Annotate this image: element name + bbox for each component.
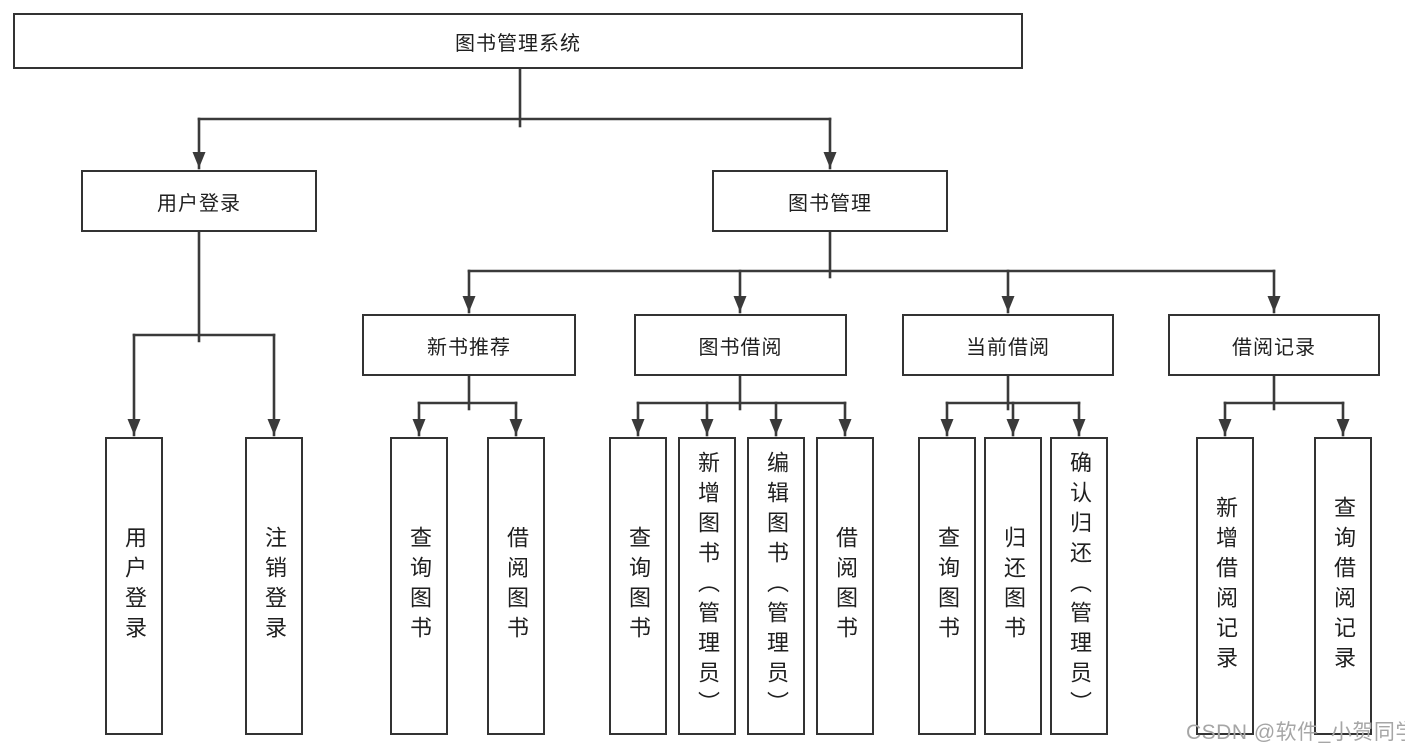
leaf-node-query-books-borrowing: 查询图书 xyxy=(609,437,667,735)
node-label: 图书管理系统 xyxy=(455,32,581,55)
leaf-node-confirm-return-admin: 确认归还（管理员） xyxy=(1050,437,1108,735)
csdn-watermark: CSDN @软件_小贺同学 xyxy=(1186,721,1405,744)
leaf-node-logout: 注销登录 xyxy=(245,437,303,735)
node-label: 用户登录 xyxy=(157,192,241,215)
leaf-label: 借阅图书 xyxy=(833,526,858,646)
leaf-node-return-books: 归还图书 xyxy=(984,437,1042,735)
node-book-borrowing: 图书借阅 xyxy=(634,314,847,376)
leaf-label: 注销登录 xyxy=(262,526,287,646)
node-borrowing-records: 借阅记录 xyxy=(1168,314,1380,376)
leaf-label: 归还图书 xyxy=(1001,526,1026,646)
leaf-node-user-login: 用户登录 xyxy=(105,437,163,735)
leaf-label: 编辑图书（管理员） xyxy=(764,451,789,721)
leaf-node-borrow-books: 借阅图书 xyxy=(816,437,874,735)
leaf-label: 新增图书（管理员） xyxy=(695,451,720,721)
node-label: 图书管理 xyxy=(788,192,872,215)
leaf-node-query-books-current: 查询图书 xyxy=(918,437,976,735)
leaf-node-query-books-recommend: 查询图书 xyxy=(390,437,448,735)
leaf-node-edit-book-admin: 编辑图书（管理员） xyxy=(747,437,805,735)
leaf-label: 确认归还（管理员） xyxy=(1067,451,1092,721)
node-user-login: 用户登录 xyxy=(81,170,317,232)
leaf-label: 用户登录 xyxy=(122,526,147,646)
leaf-node-add-borrow-record: 新增借阅记录 xyxy=(1196,437,1254,735)
node-new-book-recommendation: 新书推荐 xyxy=(362,314,576,376)
leaf-label: 查询借阅记录 xyxy=(1331,496,1356,676)
node-book-management: 图书管理 xyxy=(712,170,948,232)
leaf-node-query-borrow-record: 查询借阅记录 xyxy=(1314,437,1372,735)
leaf-label: 查询图书 xyxy=(407,526,432,646)
node-label: 图书借阅 xyxy=(698,336,783,359)
leaf-label: 查询图书 xyxy=(626,526,651,646)
leaf-node-borrow-books-recommend: 借阅图书 xyxy=(487,437,545,735)
node-library-management-system: 图书管理系统 xyxy=(13,13,1023,69)
leaf-node-add-book-admin: 新增图书（管理员） xyxy=(678,437,736,735)
node-label: 借阅记录 xyxy=(1232,336,1316,359)
node-current-borrowing: 当前借阅 xyxy=(902,314,1114,376)
leaf-label: 新增借阅记录 xyxy=(1213,496,1238,676)
leaf-label: 查询图书 xyxy=(935,526,960,646)
node-label: 新书推荐 xyxy=(427,336,511,359)
node-label: 当前借阅 xyxy=(966,336,1050,359)
leaf-label: 借阅图书 xyxy=(504,526,529,646)
